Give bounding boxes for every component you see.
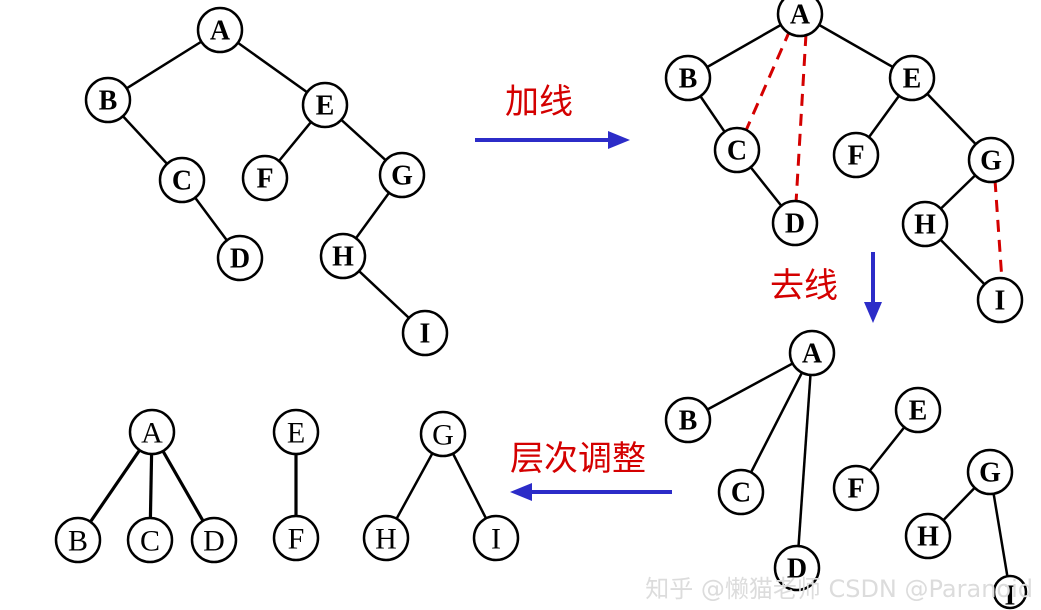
node-i: I — [401, 309, 449, 357]
node-i: I — [472, 514, 520, 562]
svg-text:A: A — [790, 0, 811, 31]
svg-text:C: C — [727, 136, 747, 167]
svg-text:I: I — [491, 523, 501, 556]
svg-text:B: B — [679, 406, 698, 437]
added-edge-a-c — [742, 29, 792, 136]
svg-text:D: D — [787, 554, 807, 585]
svg-text:B: B — [68, 525, 88, 558]
added-edge-a-d — [794, 33, 808, 204]
node-f: F — [832, 464, 880, 512]
edge-a-c — [739, 352, 814, 493]
node-h: H — [319, 232, 367, 280]
node-d: D — [773, 544, 821, 592]
node-h: H — [901, 200, 949, 248]
watermark: 知乎 @懒猫老师 CSDN @Paranoid — [645, 575, 1033, 603]
remove-lines-step: 去线 — [770, 252, 882, 323]
svg-text:G: G — [980, 146, 1002, 177]
left-arrow-icon — [510, 483, 532, 501]
node-i: I — [992, 574, 1028, 610]
svg-text:D: D — [230, 244, 250, 275]
node-e: E — [888, 54, 936, 102]
node-b: B — [84, 76, 132, 124]
svg-text:C: C — [172, 166, 192, 197]
node-g: G — [419, 410, 467, 458]
svg-text:G: G — [391, 161, 413, 192]
svg-text:E: E — [316, 91, 335, 122]
node-f: F — [241, 154, 289, 202]
svg-text:H: H — [332, 242, 354, 273]
svg-text:B: B — [679, 64, 698, 95]
add-lines-step: 加线 — [475, 82, 630, 149]
down-arrow-icon — [864, 302, 882, 323]
node-c: C — [126, 516, 174, 564]
node-i: I — [976, 276, 1024, 324]
resulting-forest: A B C D E F G H I — [54, 408, 520, 564]
node-d: D — [190, 516, 238, 564]
edge-a-b — [687, 351, 813, 422]
node-a: A — [788, 329, 836, 377]
node-b: B — [664, 54, 712, 102]
svg-text:E: E — [287, 417, 305, 450]
node-g: G — [967, 136, 1015, 184]
svg-text:I: I — [420, 319, 431, 350]
svg-text:F: F — [256, 164, 273, 195]
svg-text:C: C — [140, 525, 160, 558]
svg-text:I: I — [1005, 581, 1016, 610]
node-a: A — [196, 6, 244, 54]
node-e: E — [272, 408, 320, 456]
svg-text:G: G — [432, 419, 454, 452]
node-a: A — [776, 0, 824, 38]
svg-text:F: F — [847, 141, 864, 172]
node-a: A — [128, 408, 176, 456]
node-f: F — [832, 131, 880, 179]
svg-text:B: B — [99, 86, 118, 117]
node-f: F — [272, 514, 320, 562]
svg-text:C: C — [731, 478, 751, 509]
remove-lines-label: 去线 — [770, 266, 838, 306]
level-adjust-step: 层次调整 — [510, 439, 672, 501]
node-d: D — [771, 199, 819, 247]
svg-text:E: E — [909, 396, 928, 427]
original-tree: A B C D E F G H I — [84, 6, 449, 357]
node-c: C — [717, 468, 765, 516]
svg-text:H: H — [375, 523, 397, 556]
svg-text:A: A — [802, 339, 823, 370]
svg-text:F: F — [847, 474, 864, 505]
node-g: G — [966, 448, 1014, 496]
node-b: B — [54, 516, 102, 564]
node-g: G — [378, 151, 426, 199]
tree-after-removing-lines: A B C D E F G H I — [664, 329, 1028, 610]
node-e: E — [894, 386, 942, 434]
node-e: E — [301, 81, 349, 129]
node-c: C — [158, 156, 206, 204]
right-arrow-icon — [608, 131, 630, 149]
node-c: C — [713, 126, 761, 174]
level-adjust-label: 层次调整 — [510, 439, 646, 479]
svg-text:A: A — [141, 417, 163, 450]
tree-with-added-lines: A B C D E F G H I — [664, 0, 1024, 324]
svg-text:A: A — [210, 16, 231, 47]
svg-text:G: G — [979, 458, 1001, 489]
edge-a-d — [795, 352, 814, 569]
node-h: H — [904, 512, 952, 560]
svg-text:H: H — [914, 210, 936, 241]
svg-text:F: F — [288, 523, 305, 556]
node-d: D — [216, 234, 264, 282]
node-b: B — [664, 396, 712, 444]
add-lines-label: 加线 — [505, 82, 573, 122]
added-edge-g-i — [993, 179, 1004, 282]
svg-text:I: I — [995, 286, 1006, 317]
svg-text:E: E — [903, 64, 922, 95]
svg-text:D: D — [203, 525, 225, 558]
node-h: H — [362, 514, 410, 562]
svg-text:D: D — [785, 209, 805, 240]
svg-text:H: H — [917, 522, 939, 553]
